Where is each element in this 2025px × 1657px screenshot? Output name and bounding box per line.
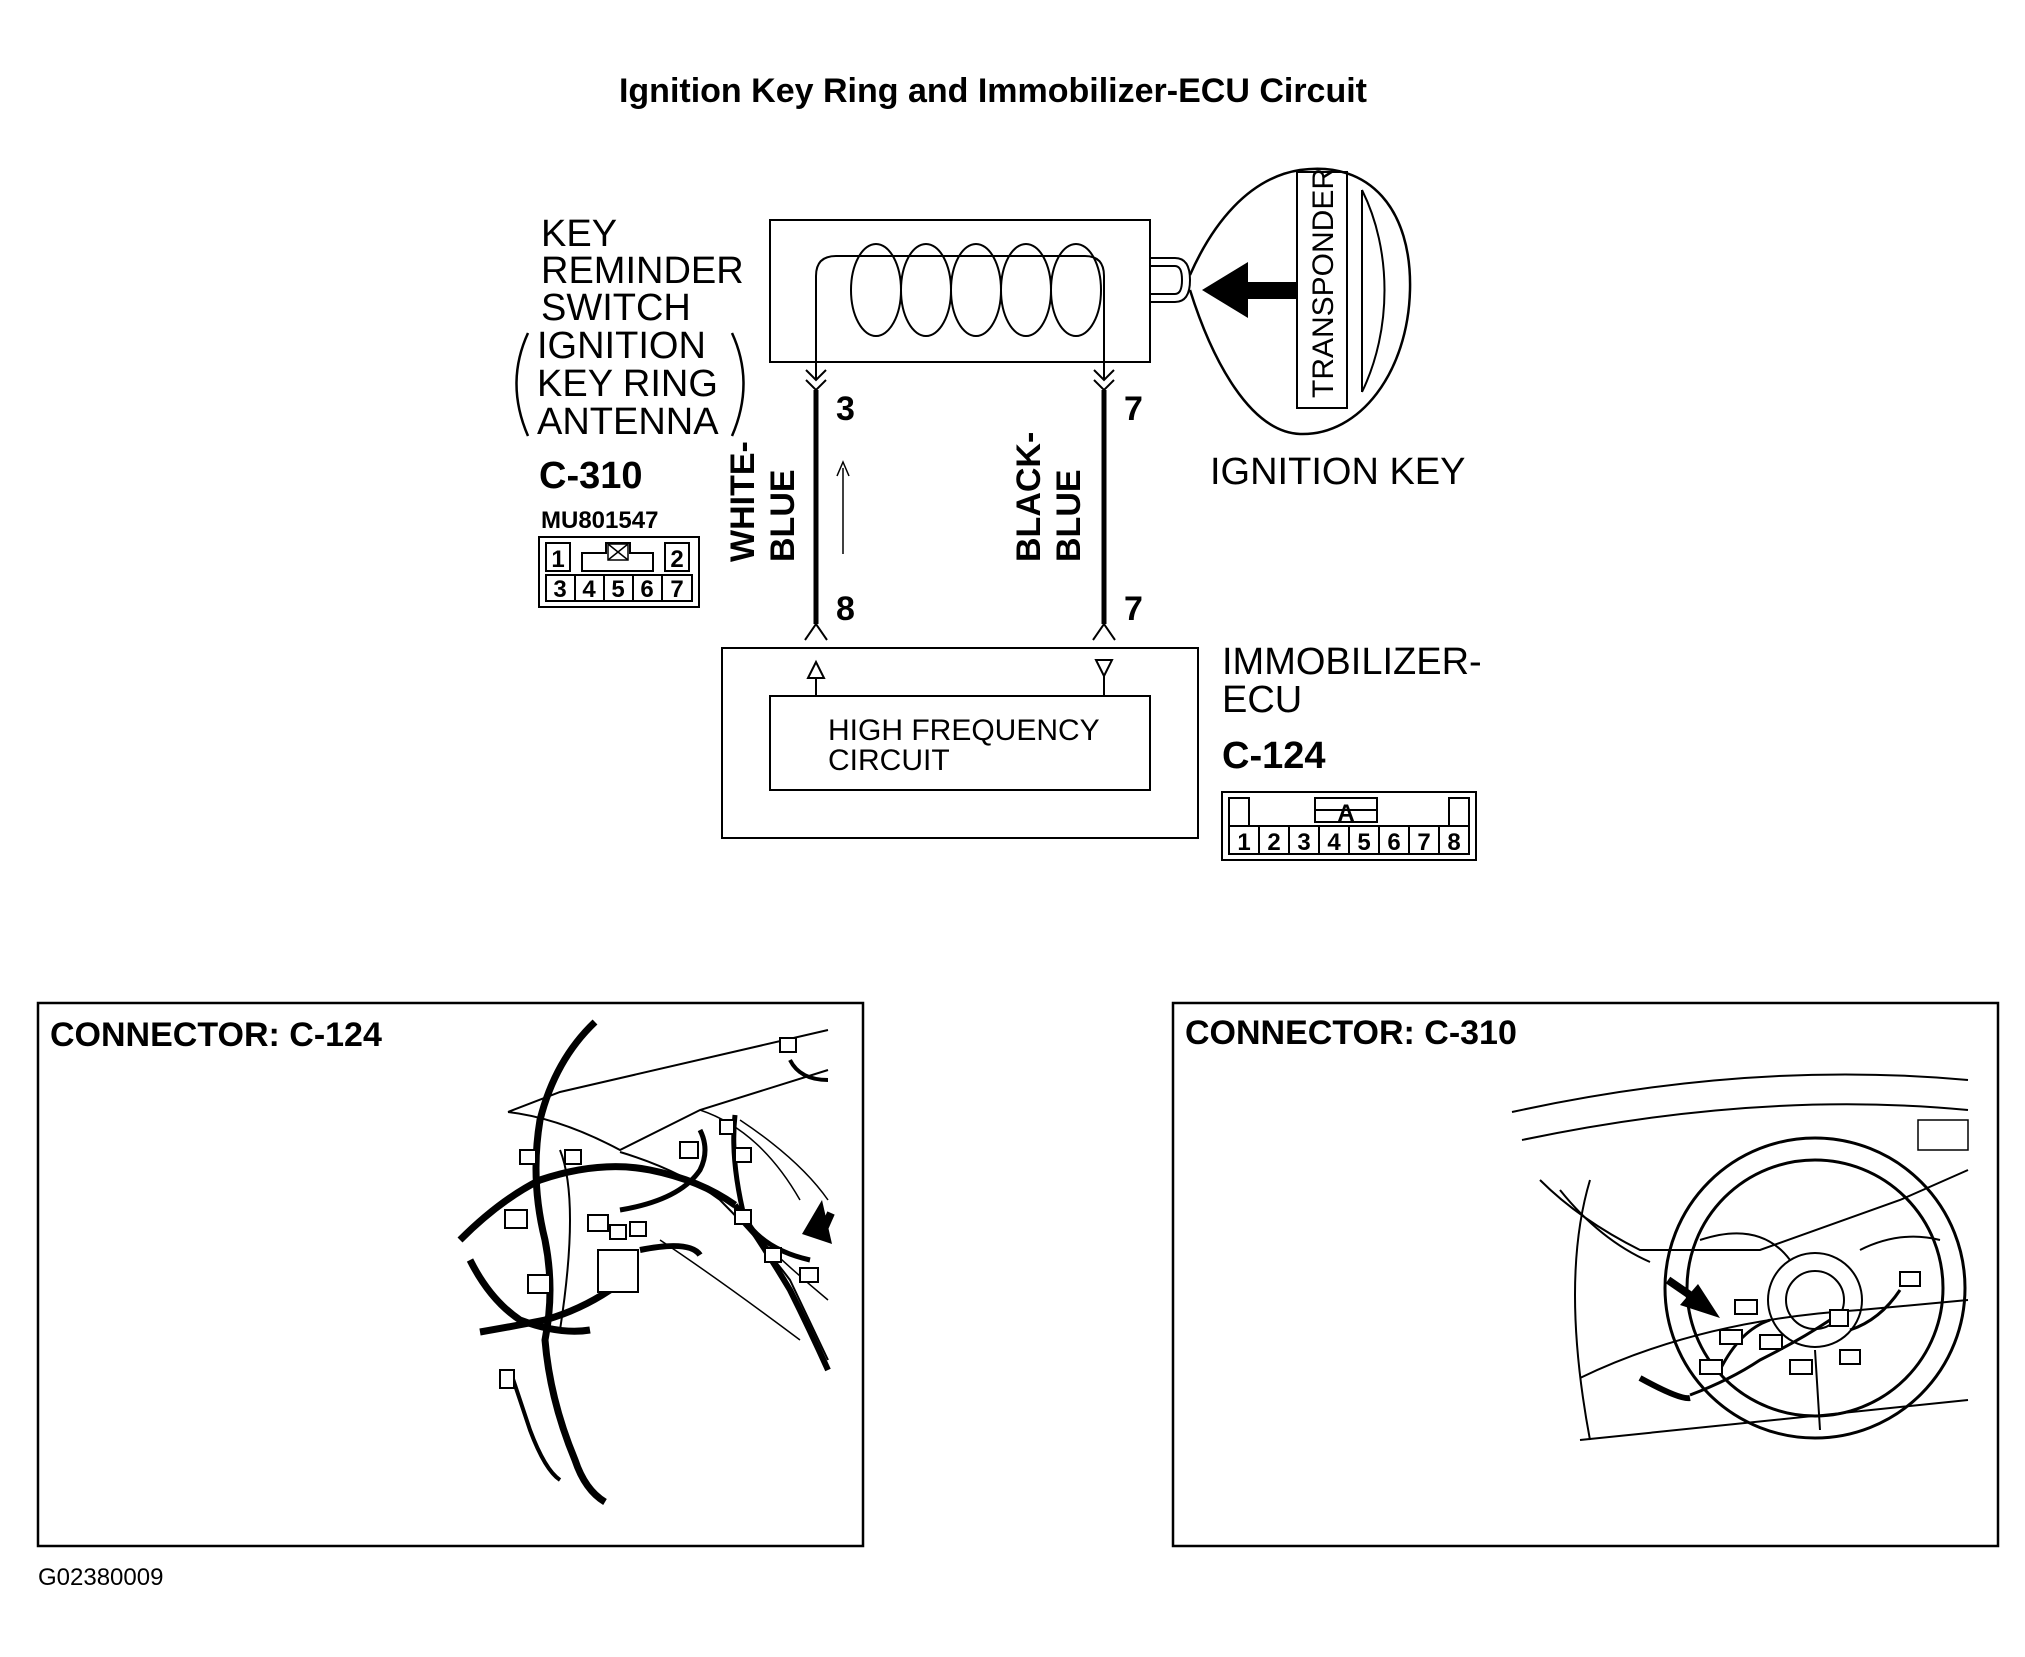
antenna-label-line: REMINDER (541, 250, 744, 292)
pin-number: 6 (640, 576, 653, 603)
connector-location-panel-c310: CONNECTOR: C-310 (1171, 1001, 2000, 1548)
pin-number: 5 (611, 576, 624, 603)
part-number: MU801547 (541, 507, 658, 534)
wire-pin-number: 7 (1124, 590, 1143, 628)
wire-color-label: BLUE (1050, 469, 1088, 562)
page-title: Ignition Key Ring and Immobilizer-ECU Ci… (619, 72, 1367, 110)
circuit-label: CIRCUIT (828, 744, 950, 777)
steering-column-illustration (1511, 1073, 1969, 1441)
pin-number: 5 (1357, 829, 1370, 856)
figure-code: G02380009 (38, 1564, 163, 1591)
ignition-key: TRANSPONDER IGNITION KEY (1150, 167, 1465, 493)
transponder-box (1296, 171, 1348, 409)
antenna-block (769, 219, 1151, 365)
pin-number: 7 (670, 576, 683, 603)
panel-title: CONNECTOR: C-124 (50, 1016, 382, 1054)
wire-color-label: BLACK- (1010, 432, 1048, 562)
connector-location-panel-c124: CONNECTOR: C-124 (36, 1001, 865, 1548)
pin-number: 2 (670, 546, 683, 573)
pin-number: 2 (1267, 829, 1280, 856)
ecu-label: IMMOBILIZER- ECU C-124 (1222, 641, 1482, 777)
connector-c310-symbol: C-310 MU801547 1 2 3 4 5 6 7 (538, 455, 700, 608)
wire-color-label: BLUE (764, 469, 802, 562)
ecu-label-line: ECU (1222, 679, 1302, 721)
antenna-label-line: ANTENNA (537, 401, 719, 443)
connector-code-c310: C-310 (539, 455, 643, 497)
pin-number: 3 (1297, 829, 1310, 856)
signal-arrow-icon (1202, 262, 1296, 318)
wire-left: 3 8 WHITE- BLUE (724, 362, 855, 641)
connector-code-c124: C-124 (1222, 735, 1326, 777)
wire-pin-number: 3 (836, 390, 855, 428)
antenna-label-line: KEY (541, 213, 617, 255)
antenna-label-line: IGNITION (537, 325, 706, 367)
panel-title: CONNECTOR: C-310 (1185, 1014, 1517, 1052)
pin-number: 6 (1387, 829, 1400, 856)
pin-number: 1 (1237, 829, 1250, 856)
antenna-label-line: KEY RING (537, 363, 718, 405)
pin-number: 3 (553, 576, 566, 603)
transponder-label: TRANSPONDER (1307, 168, 1340, 398)
connector-c124-symbol: A 1 2 3 4 5 6 7 8 (1221, 791, 1477, 861)
circuit-label: HIGH FREQUENCY (828, 714, 1100, 747)
dashboard-wiring-illustration (457, 1019, 835, 1506)
pin-number: 4 (582, 576, 596, 603)
pin-number: 1 (551, 546, 564, 573)
high-frequency-circuit-box (769, 695, 1151, 791)
wire-pin-number: 8 (836, 590, 855, 628)
ignition-key-label: IGNITION KEY (1210, 451, 1465, 493)
wire-pin-number: 7 (1124, 390, 1143, 428)
signal-direction-arrow-icon (836, 460, 850, 554)
immobilizer-ecu-block: HIGH FREQUENCY CIRCUIT (721, 647, 1199, 839)
wire-right: 7 7 BLACK- BLUE (1010, 362, 1143, 641)
pin-number: 8 (1447, 829, 1460, 856)
antenna-label: KEY REMINDER SWITCH IGNITION KEY RING AN… (515, 213, 745, 443)
connector-marker: A (1337, 800, 1354, 827)
pin-number: 4 (1327, 829, 1341, 856)
antenna-label-line: SWITCH (541, 287, 691, 329)
ecu-label-line: IMMOBILIZER- (1222, 641, 1482, 683)
pin-number: 7 (1417, 829, 1430, 856)
wire-color-label: WHITE- (724, 441, 762, 562)
